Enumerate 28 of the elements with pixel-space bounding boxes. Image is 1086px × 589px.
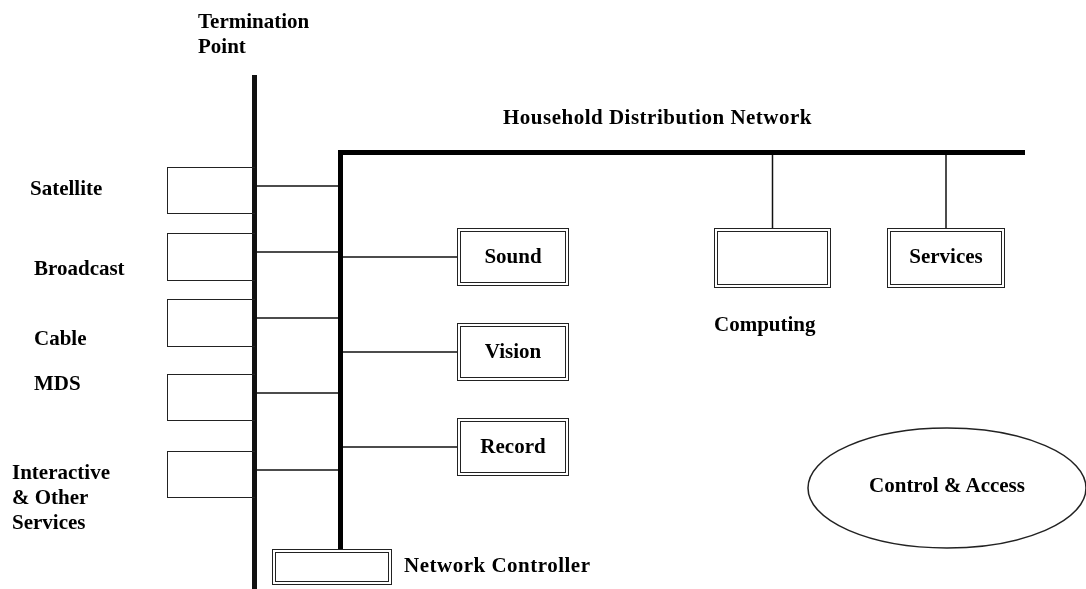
connector-line <box>256 392 339 394</box>
connector-line <box>771 154 774 229</box>
connector-line <box>342 446 458 448</box>
connector-line <box>256 317 339 319</box>
connector-line <box>342 256 458 258</box>
device-box <box>457 323 569 381</box>
node-label: Termination Point <box>198 9 311 59</box>
node-label: Household Distribution Network <box>503 105 814 130</box>
node-label: MDS <box>34 371 82 396</box>
connector-line <box>945 154 947 229</box>
device-box <box>457 418 569 476</box>
device-box <box>457 228 569 286</box>
node-label: Cable <box>34 326 88 351</box>
connector-line <box>256 251 339 253</box>
node-label: Computing <box>714 312 817 337</box>
connector-line <box>256 185 339 187</box>
node-label: Broadcast <box>34 256 126 281</box>
node-label: Control & Access <box>868 473 1026 498</box>
node-label: Network Controller <box>404 553 592 578</box>
node-label: Satellite <box>30 176 104 201</box>
node-label: Services <box>908 244 984 269</box>
device-box <box>887 228 1005 288</box>
connector-line <box>342 351 458 353</box>
node-label: Record <box>479 434 547 459</box>
node-label: Interactive & Other Services <box>12 460 111 535</box>
node-label: Vision <box>483 339 543 364</box>
connector-line <box>256 469 339 471</box>
node-label: Sound <box>483 244 543 269</box>
